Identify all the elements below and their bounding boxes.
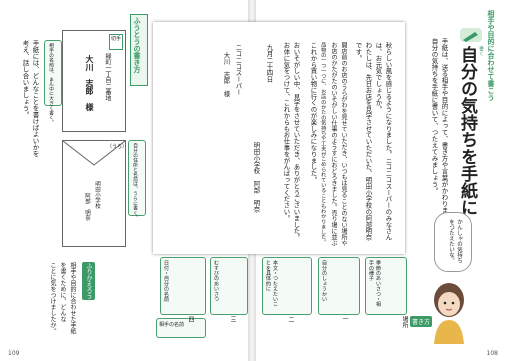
letter-line: わたしは、先日お店を見学させていただいた、明田小学校の阿部明奈 <box>364 42 373 241</box>
part-label: 一 <box>341 316 348 322</box>
envelope-heading-box: ふうとうの書き方 <box>130 14 148 86</box>
letter-line: これから買い物に行くのが楽しみになりました。 <box>309 42 318 183</box>
part-label: 三 <box>229 316 236 322</box>
student-illustration <box>428 278 470 344</box>
part-label: 場所 <box>401 316 408 328</box>
reflect-line: を書くために、どんな <box>59 262 66 322</box>
body-line: 手紙には、どんなことを書けばよいかを <box>31 40 39 157</box>
pencil-icon <box>460 28 482 42</box>
envelope-sender: 明田小学校 <box>94 181 100 209</box>
annotation-box: 自分のしょうかい <box>318 257 360 315</box>
body-line: 考え、話し合いましょう。 <box>21 40 29 118</box>
annotation-text: 自分のしょうかい <box>321 260 327 302</box>
envelope-front: 切手 緑町一丁目二番地 大川 志郎 様 <box>62 30 126 132</box>
part-label: 二 <box>287 316 294 322</box>
intro-line-1: 手紙は、送る相手や目的によって、書き方や言葉がかわります。 <box>440 38 448 227</box>
envelope-back: （うら） 明田小学校 阿部 明奈 <box>62 140 128 247</box>
letter-recipient-name: 大川 志郎 様 <box>222 52 231 97</box>
letter-line: 品物の一つ一つに、お店のかたの気持ちや工夫がこめられていることもわかりました。 <box>320 42 327 245</box>
bottom-marker: 書き方 <box>410 316 433 327</box>
sample-letter: 秋らしい風を感じるようになりました。ニコニコスーパーのみなさん は、お元気でしょ… <box>153 22 405 254</box>
letter-line: お店のかたがたのいそがしい仕事のようすにおどろきました。売り場に並ぶ <box>330 42 337 246</box>
reflect-line: 相手や目的に合わせた手紙 <box>69 262 76 334</box>
envelope-flap-icon <box>63 141 125 166</box>
annotation-box: 日付・自分の名前 <box>160 257 206 315</box>
annotation-text: むすびのあいさつ <box>213 260 219 302</box>
letter-line: です。 <box>354 42 363 62</box>
section-heading: 相手や目的に合わせて書こう <box>487 10 496 101</box>
envelope-back-label: （うら） <box>107 144 128 150</box>
lesson-marker: 書く <box>478 46 484 56</box>
stamp-box: 切手 <box>109 34 123 50</box>
letter-line: 秋らしい風を感じるようになりました。ニコニコスーパーのみなさん <box>384 42 393 241</box>
intro-line-2: 自分の気持ちを手紙に書いて、つたえてみましょう。 <box>430 38 438 194</box>
annotation-box: むすびのあいさつ <box>210 257 248 315</box>
part-label: 四 <box>187 316 194 322</box>
envelope-heading: ふうとうの書き方 <box>133 17 142 73</box>
envelope-note-right: 自分の住所と名前は、うらに書く。 <box>132 143 137 220</box>
envelope-note-box: 相手の名前は、まん中に大きく書く。 <box>44 40 62 125</box>
reflect-marker: ふりかえろう <box>82 262 95 300</box>
page-number-left: 109 <box>8 350 20 357</box>
annotation-box: 季節のあいさつ・相手の様子 <box>365 257 407 315</box>
annotation-box: 本文・つたえたいことを具体的に <box>262 257 312 315</box>
letter-line: 開店前のお店のうらがわを見せていただき、いつもは見ることのない場所や <box>340 42 347 246</box>
envelope-note-box: 自分の住所と名前は、うらに書く。 <box>128 140 146 220</box>
reflect-line: ことに気をつけましたか。 <box>49 262 56 334</box>
annotation-text: 相手の名前 <box>159 322 185 328</box>
page-number-right: 108 <box>486 350 498 357</box>
page-title: 自分の気持ちを手紙に <box>457 46 477 216</box>
letter-sender: 明田小学校 阿部 明奈 <box>252 142 261 213</box>
annotation-box: 相手の名前 <box>156 318 206 338</box>
envelope-recipient: 大川 志郎 様 <box>85 55 95 111</box>
letter-line: おいそがしい中、見学をさせていただき、ありがとうございました。 <box>292 42 301 241</box>
envelope-sender-name: 阿部 明奈 <box>84 193 90 221</box>
letter-date: 九月二十四日 <box>265 44 274 83</box>
annotation-text: 本文・つたえたいことを具体的に <box>265 260 278 307</box>
letter-line: は、お元気でしょうか。 <box>374 42 383 113</box>
envelope-note-left: 相手の名前は、まん中に大きく書く。 <box>48 43 53 125</box>
letter-recipient-store: ニコニコスーパー <box>234 44 243 96</box>
speech-bubble: かんしゃの気持ちをつたえたいな。 <box>434 212 472 272</box>
envelope-address: 緑町一丁目二番地 <box>104 53 111 101</box>
annotation-text: 季節のあいさつ・相手の様子 <box>368 260 381 307</box>
letter-line: お体に気をつけて、これからもお仕事をがんばってください。 <box>282 42 291 222</box>
annotation-text: 日付・自分の名前 <box>163 260 169 302</box>
speech-bubble-text: かんしゃの気持ちをつたえたいな。 <box>448 219 462 263</box>
